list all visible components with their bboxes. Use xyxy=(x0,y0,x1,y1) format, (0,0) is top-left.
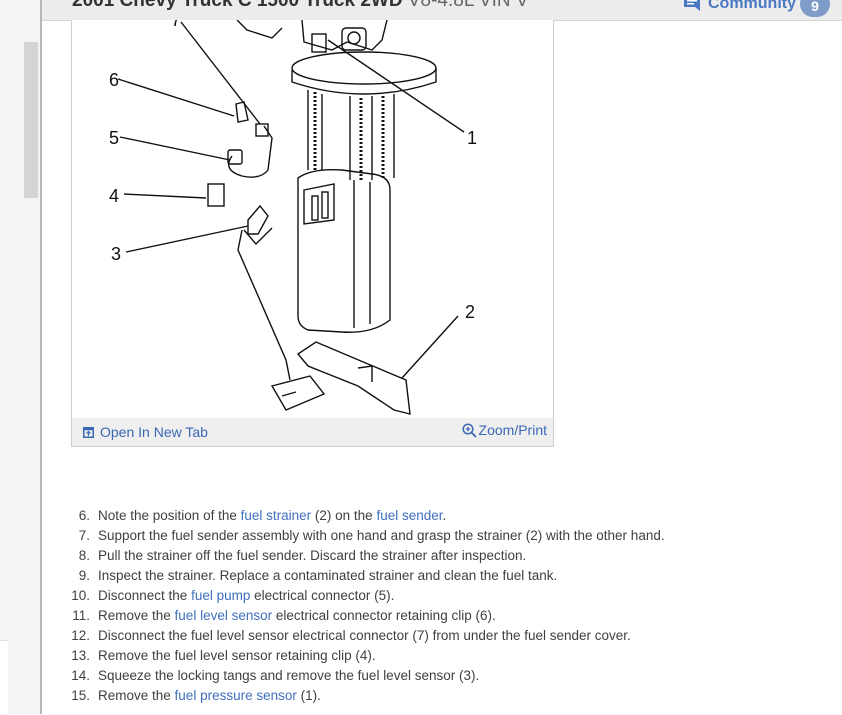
community-link[interactable]: Community 9 xyxy=(684,0,830,17)
step-number: 12. xyxy=(71,628,90,643)
callout-5: 5 xyxy=(109,128,119,148)
step-number-spacer xyxy=(90,626,98,646)
chat-icon xyxy=(684,0,700,11)
step-text-segment: . xyxy=(442,508,447,523)
step-text: Inspect the strainer. Replace a contamin… xyxy=(98,566,557,586)
callout-6: 6 xyxy=(109,70,119,90)
page-header: 2001 Chevy Truck C 1500 Truck 2WD V8-4.8… xyxy=(42,0,842,21)
engine-spec: V8-4.8L VIN V xyxy=(407,0,529,11)
step-number-spacer xyxy=(90,586,98,606)
callout-1: 1 xyxy=(467,128,477,148)
step-text-segment: Squeeze the locking tangs and remove the… xyxy=(98,668,480,683)
step-text: Remove the fuel level sensor retaining c… xyxy=(98,646,376,666)
step-number: 10. xyxy=(71,588,90,603)
step-text-segment: Inspect the strainer. Replace a contamin… xyxy=(98,568,558,583)
glossary-link[interactable]: fuel sender xyxy=(376,508,443,523)
step-number-spacer xyxy=(90,566,98,586)
step-text: Squeeze the locking tangs and remove the… xyxy=(98,666,479,686)
left-panel-lower xyxy=(0,640,8,715)
panel-divider xyxy=(40,0,42,714)
step-text-segment: (2) on the xyxy=(311,508,377,523)
left-panel xyxy=(0,0,40,715)
callout-3: 3 xyxy=(111,244,121,264)
step-item: 8. Pull the strainer off the fuel sender.… xyxy=(70,546,810,566)
step-text: Pull the strainer off the fuel sender. D… xyxy=(98,546,526,566)
step-number-spacer xyxy=(90,686,98,706)
step-text-segment: Remove the xyxy=(98,688,175,703)
step-text-segment: Support the fuel sender assembly with on… xyxy=(98,528,665,543)
step-number: 11. xyxy=(72,608,90,623)
step-text-segment: electrical connector retaining clip (6). xyxy=(272,608,496,623)
step-item: 7. Support the fuel sender assembly with … xyxy=(70,526,810,546)
step-item: 10. Disconnect the fuel pump electrical c… xyxy=(70,586,810,606)
step-item: 14. Squeeze the locking tangs and remove … xyxy=(70,666,810,686)
open-in-new-tab-label: Open In New Tab xyxy=(100,424,208,440)
page-title: 2001 Chevy Truck C 1500 Truck 2WD V8-4.8… xyxy=(72,0,529,12)
step-number-spacer xyxy=(90,646,98,666)
step-text: Remove the fuel level sensor electrical … xyxy=(98,606,496,626)
step-number: 15. xyxy=(71,688,90,703)
vehicle-title: 2001 Chevy Truck C 1500 Truck 2WD xyxy=(72,0,403,11)
diagram-toolbar: Open In New Tab Zoom/Print xyxy=(72,418,553,446)
step-number: 13. xyxy=(71,648,90,663)
step-text: Support the fuel sender assembly with on… xyxy=(98,526,665,546)
step-text-segment: Remove the fuel level sensor retaining c… xyxy=(98,648,376,663)
callout-4: 4 xyxy=(109,186,119,206)
step-item: 12. Disconnect the fuel level sensor elec… xyxy=(70,626,810,646)
step-item: 11. Remove the fuel level sensor electric… xyxy=(70,606,810,626)
step-text: Remove the fuel pressure sensor (1). xyxy=(98,686,321,706)
community-count-badge: 9 xyxy=(800,0,830,17)
fuel-sender-diagram: 1 2 3 4 5 6 7 xyxy=(109,20,477,415)
step-number: 9. xyxy=(78,568,90,583)
step-number-spacer xyxy=(90,606,98,626)
step-number: 7. xyxy=(78,528,90,543)
step-text: Disconnect the fuel level sensor electri… xyxy=(98,626,631,646)
step-number-spacer xyxy=(90,506,98,526)
step-item: 6. Note the position of the fuel strainer… xyxy=(70,506,810,526)
step-text-segment: Disconnect the xyxy=(98,588,192,603)
zoom-print-link[interactable]: Zoom/Print xyxy=(461,422,547,438)
open-new-tab-icon xyxy=(83,426,94,438)
step-item: 15. Remove the fuel pressure sensor (1). xyxy=(70,686,810,706)
step-number: 8. xyxy=(78,548,90,563)
step-text-segment: Note the position of the xyxy=(98,508,241,523)
zoom-in-icon xyxy=(461,422,477,438)
community-label: Community xyxy=(708,0,796,12)
glossary-link[interactable]: fuel strainer xyxy=(240,508,312,523)
procedure-steps: 6. Note the position of the fuel strainer… xyxy=(70,506,810,706)
step-number-spacer xyxy=(90,666,98,686)
step-text-segment: (1). xyxy=(296,688,321,703)
zoom-print-label: Zoom/Print xyxy=(478,422,547,438)
step-item: 13. Remove the fuel level sensor retainin… xyxy=(70,646,810,666)
step-item: 9. Inspect the strainer. Replace a contam… xyxy=(70,566,810,586)
step-text: Note the position of the fuel strainer (… xyxy=(98,506,446,526)
step-text-segment: Remove the xyxy=(98,608,175,623)
diagram-card: 1 2 3 4 5 6 7 Open In New Tab Zoom/Print xyxy=(71,20,554,447)
glossary-link[interactable]: fuel pump xyxy=(191,588,251,603)
step-number: 14. xyxy=(71,668,90,683)
step-text-segment: Pull the strainer off the fuel sender. D… xyxy=(98,548,527,563)
step-number-spacer xyxy=(90,546,98,566)
open-in-new-tab-link[interactable]: Open In New Tab xyxy=(83,424,208,440)
step-number-spacer xyxy=(90,526,98,546)
scrollbar-thumb[interactable] xyxy=(24,42,38,198)
step-text-segment: electrical connector (5). xyxy=(250,588,395,603)
callout-2: 2 xyxy=(465,302,475,322)
glossary-link[interactable]: fuel pressure sensor xyxy=(174,688,297,703)
glossary-link[interactable]: fuel level sensor xyxy=(174,608,273,623)
step-number: 6. xyxy=(78,508,90,523)
step-text: Disconnect the fuel pump electrical conn… xyxy=(98,586,394,606)
callout-7: 7 xyxy=(171,20,181,30)
step-text-segment: Disconnect the fuel level sensor electri… xyxy=(98,628,631,643)
